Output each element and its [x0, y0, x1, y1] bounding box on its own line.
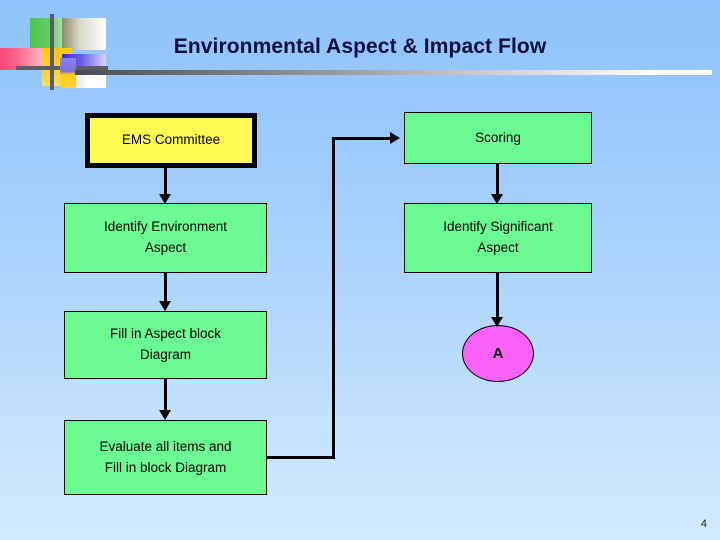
flow-node-fill-in-aspect-block-diagram[interactable]: Fill in Aspect block Diagram [64, 311, 267, 379]
edge-arrowhead-icon [491, 194, 503, 204]
flow-node-label-line-1: Evaluate all items and [99, 438, 232, 454]
flow-node-label-line-1: Fill in Aspect block [109, 326, 222, 342]
flow-node-label: EMS Committee [121, 132, 221, 148]
logo-vertical-line [50, 14, 54, 90]
logo-white-swatch [62, 18, 106, 50]
flow-node-scoring[interactable]: Scoring [404, 112, 592, 164]
flow-node-identify-significant-aspect[interactable]: Identify Significant Aspect [404, 203, 592, 273]
flow-node-ems-committee[interactable]: EMS Committee [85, 113, 257, 168]
edge-evaluate-to-scoring-segment-2 [332, 137, 335, 459]
edge-identify-environment-to-fill-aspect [164, 273, 167, 304]
title-rule-cap [60, 58, 76, 88]
edge-evaluate-to-scoring-segment-1 [267, 456, 335, 459]
edge-evaluate-to-scoring-segment-3 [332, 137, 392, 140]
flow-node-identify-environment-aspect[interactable]: Identify Environment Aspect [64, 203, 267, 273]
flow-node-label: Scoring [475, 129, 521, 145]
flow-node-label: A [492, 344, 504, 362]
edge-arrowhead-icon [159, 194, 171, 204]
edge-arrowhead-icon [390, 132, 400, 144]
edge-identify-significant-to-connector-a [496, 273, 499, 318]
flow-node-label-line-2: Aspect [477, 240, 519, 255]
page-number: 4 [700, 518, 707, 530]
flow-node-label-line-2: Diagram [139, 347, 191, 362]
flow-node-label-line-1: Identify Environment [103, 219, 228, 235]
edge-fill-aspect-to-evaluate [164, 379, 167, 413]
flow-node-evaluate-all-items[interactable]: Evaluate all items and Fill in block Dia… [64, 420, 267, 495]
flow-node-connector-a[interactable]: A [462, 325, 534, 382]
page-title: Environmental Aspect & Impact Flow [173, 35, 547, 58]
flow-node-label-line-2: Fill in block Diagram [104, 459, 227, 475]
edge-ems-to-identify-environment [164, 168, 167, 196]
title-divider [75, 70, 712, 75]
edge-arrowhead-icon [159, 301, 171, 311]
flow-node-label-line-1: Identify Significant [443, 219, 553, 235]
edge-scoring-to-identify-significant [496, 164, 499, 196]
edge-arrowhead-icon [491, 317, 503, 327]
flow-node-label-line-2: Aspect [144, 240, 187, 255]
edge-arrowhead-icon [159, 410, 171, 420]
